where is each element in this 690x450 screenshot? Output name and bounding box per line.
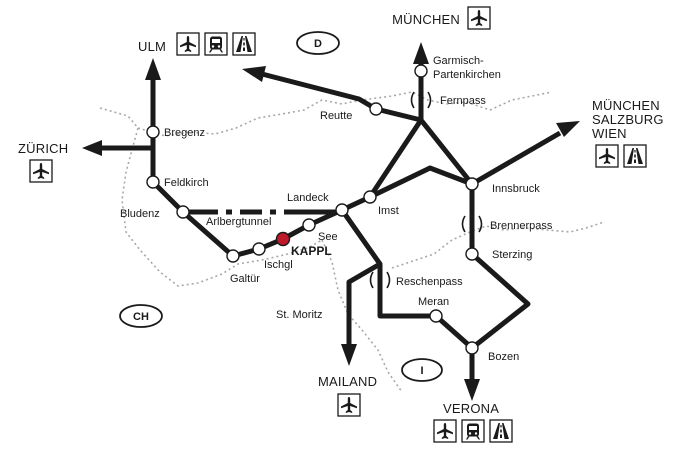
direction-arrows xyxy=(82,42,580,401)
label-reschenpass: Reschenpass xyxy=(396,276,463,288)
label-see: See xyxy=(318,231,338,243)
label-innsbruck: Innsbruck xyxy=(492,183,540,195)
country-label-i: I xyxy=(420,365,423,377)
node-feldkirch xyxy=(146,175,160,189)
label-garmisch-2: Partenkirchen xyxy=(433,69,501,81)
node-garmisch xyxy=(414,64,428,78)
label-sterzing: Sterzing xyxy=(492,249,532,261)
country-badges: D CH I xyxy=(119,31,443,382)
road-innsbruck-bozen xyxy=(469,184,531,350)
brennerpass-marker xyxy=(461,215,483,233)
node-sterzing xyxy=(465,247,479,261)
nodes xyxy=(146,64,479,355)
dest-wien-line3: WIEN xyxy=(592,126,627,141)
road-fernpass-innsbruck xyxy=(419,118,474,186)
fernpass-marker xyxy=(410,91,432,109)
motorway-icon xyxy=(489,419,513,443)
node-landeck xyxy=(335,203,349,217)
arrow-verona xyxy=(464,379,480,401)
node-meran xyxy=(429,309,443,323)
dest-wien-line1: MÜNCHEN xyxy=(592,98,660,113)
place-labels: Garmisch- Partenkirchen Fernpass Reutte … xyxy=(120,55,553,363)
border-at-it xyxy=(391,221,605,269)
train-icon xyxy=(204,32,228,56)
dest-mailand: MAILAND xyxy=(318,374,377,389)
label-galtuer: Galtür xyxy=(230,273,260,285)
arrow-ulm xyxy=(145,58,161,80)
pass-markers xyxy=(369,91,483,289)
label-bludenz: Bludenz xyxy=(120,208,160,220)
node-reutte xyxy=(369,102,383,116)
motorway-icon xyxy=(232,32,256,56)
label-feldkirch: Feldkirch xyxy=(164,177,209,189)
node-galtuer xyxy=(226,249,240,263)
road-landeck-reschen-meran-bozen xyxy=(339,208,474,350)
arrow-muenchen xyxy=(413,42,429,64)
label-st-moritz: St. Moritz xyxy=(276,309,322,321)
motorway-icon xyxy=(623,144,647,168)
node-innsbruck xyxy=(465,177,479,191)
airplane-icon xyxy=(337,393,361,417)
label-imst: Imst xyxy=(378,205,399,217)
airplane-icon xyxy=(176,32,200,56)
road-fernpass-reutte-ulm xyxy=(261,71,422,123)
airplane-icon xyxy=(595,144,619,168)
label-ischgl: Ischgl xyxy=(264,259,293,271)
label-garmisch-1: Garmisch- xyxy=(433,55,484,67)
label-kappl: KAPPL xyxy=(291,244,332,258)
label-arlbergtunnel: Arlbergtunnel xyxy=(206,216,271,228)
node-kappl xyxy=(275,231,291,247)
label-bregenz: Bregenz xyxy=(164,127,205,139)
country-oval-d xyxy=(296,31,340,55)
dest-muenchen: MÜNCHEN xyxy=(392,12,460,27)
train-icon xyxy=(461,419,485,443)
node-see xyxy=(302,218,316,232)
node-bregenz xyxy=(146,125,160,139)
arrow-wien xyxy=(556,121,580,137)
border-ch-it xyxy=(321,239,403,393)
country-oval-i xyxy=(401,358,443,382)
airplane-icon xyxy=(433,419,457,443)
roads xyxy=(98,64,562,380)
node-ischgl xyxy=(252,242,266,256)
road-landeck-innsbruck xyxy=(340,165,473,213)
label-reutte: Reutte xyxy=(320,110,352,122)
country-borders xyxy=(99,91,605,393)
node-imst xyxy=(363,190,377,204)
label-fernpass: Fernpass xyxy=(440,95,486,107)
dest-verona: VERONA xyxy=(443,401,499,416)
road-innsbruck-wien xyxy=(470,130,562,187)
label-brennerpass: Brennerpass xyxy=(490,220,553,232)
arrow-ulm-reutte xyxy=(242,66,266,82)
country-oval-ch xyxy=(119,304,163,328)
label-meran: Meran xyxy=(418,296,449,308)
airplane-icon xyxy=(467,6,491,30)
reschenpass-marker xyxy=(369,271,391,289)
road-imst-fernpass xyxy=(367,118,424,199)
border-de-at xyxy=(137,91,553,137)
dest-wien-line2: SALZBURG xyxy=(592,112,664,127)
node-bozen xyxy=(465,341,479,355)
destination-labels: MÜNCHEN ULM ZÜRICH MÜNCHEN SALZBURG WIEN… xyxy=(18,12,664,416)
label-bozen: Bozen xyxy=(488,351,519,363)
arrow-mailand xyxy=(341,344,357,366)
dest-ulm: ULM xyxy=(138,39,166,54)
country-label-d: D xyxy=(314,38,322,50)
label-landeck: Landeck xyxy=(287,192,329,204)
road-ulm-bludenz xyxy=(150,78,185,214)
node-bludenz xyxy=(176,205,190,219)
arrow-zuerich xyxy=(82,140,102,156)
dest-zuerich: ZÜRICH xyxy=(18,141,68,156)
road-reschen-mailand xyxy=(346,261,382,345)
airplane-icon xyxy=(29,159,53,183)
country-label-ch: CH xyxy=(133,311,149,323)
